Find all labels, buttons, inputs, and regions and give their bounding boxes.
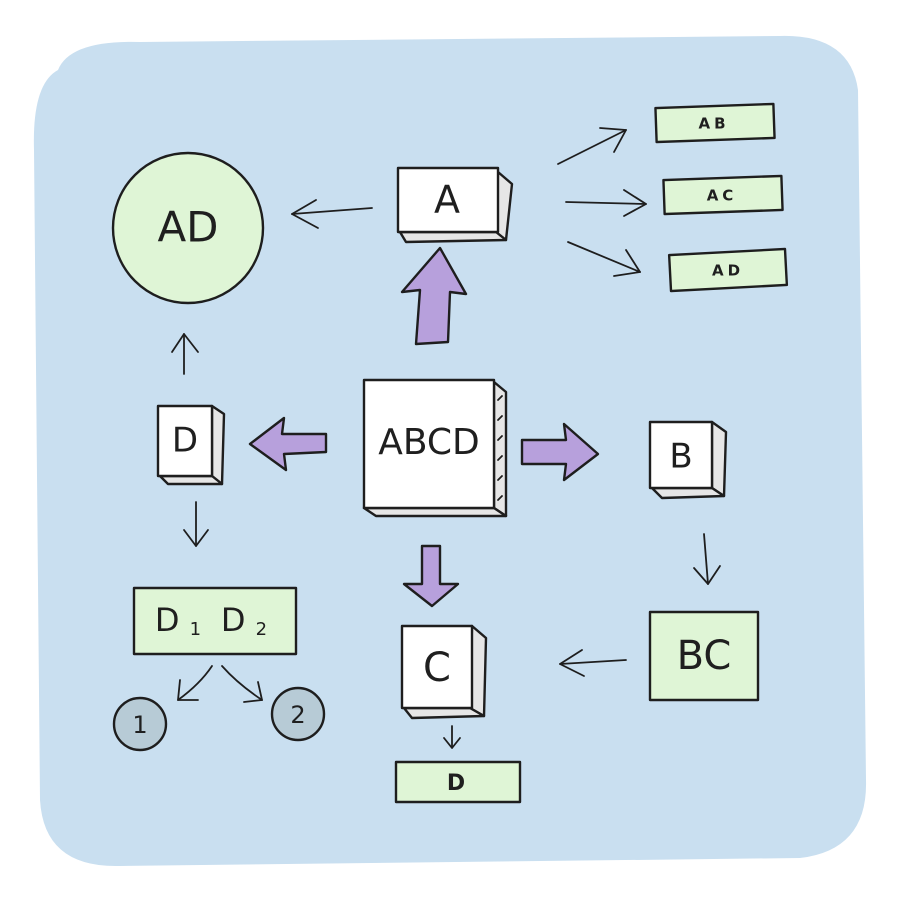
svg-text:D 2: D 2 [221, 601, 267, 640]
node-b: B [648, 420, 728, 500]
branch-tag-ad: AD [667, 247, 789, 293]
purple-arrow-up [400, 246, 468, 346]
node-a: A [396, 166, 514, 244]
d1-subscript: 1 [190, 619, 201, 640]
node-c-label: C [423, 645, 451, 691]
purple-arrow-down [402, 544, 460, 608]
arrow-a-to-ad [291, 199, 373, 229]
branch-tag-ab-label: AB [698, 115, 729, 133]
purple-arrow-left [248, 416, 328, 472]
node-c-result-label: D [447, 771, 465, 796]
arrow-c-to-d [443, 725, 461, 749]
d1-label: D [155, 601, 180, 639]
leaf-circle-1: 1 [112, 696, 168, 752]
node-c-result: D [394, 760, 522, 804]
branch-tag-ab: AB [654, 102, 776, 144]
branch-tag-ac-label: AC [707, 187, 738, 205]
node-ad-label: AD [157, 203, 218, 252]
node-b-label: B [669, 437, 692, 477]
svg-text:D 1: D 1 [155, 601, 201, 640]
leaf-1-label: 1 [132, 711, 147, 739]
purple-arrow-right [520, 422, 600, 482]
arrow-a-to-ac [565, 189, 647, 217]
node-c: C [400, 624, 488, 720]
arrow-d-to-ad [171, 333, 199, 375]
node-d1-d2: D 1 D 2 [132, 586, 298, 656]
leaf-2-label: 2 [290, 701, 305, 729]
branch-tag-ad-label: AD [712, 262, 744, 280]
arrow-bc-to-c [559, 649, 627, 677]
node-a-label: A [434, 178, 460, 222]
node-bc: BC [648, 610, 760, 702]
node-abcd-label: ABCD [378, 422, 480, 463]
node-ad-circle: AD [111, 151, 265, 305]
arrow-d1d2-to-2 [221, 665, 263, 703]
arrow-d1d2-to-1 [177, 665, 213, 701]
d2-subscript: 2 [256, 619, 267, 640]
node-abcd: ABCD [362, 378, 508, 518]
d2-label: D [221, 601, 246, 639]
arrow-d-to-d1d2 [183, 501, 209, 547]
arrow-b-to-bc [693, 533, 721, 585]
leaf-circle-2: 2 [270, 686, 326, 742]
node-bc-label: BC [677, 633, 732, 679]
arrow-a-to-ab [557, 127, 627, 165]
arrow-a-to-ad-tag [567, 241, 641, 277]
branch-tag-ac: AC [662, 174, 784, 216]
node-d: D [156, 404, 226, 486]
node-d-label: D [172, 421, 198, 461]
